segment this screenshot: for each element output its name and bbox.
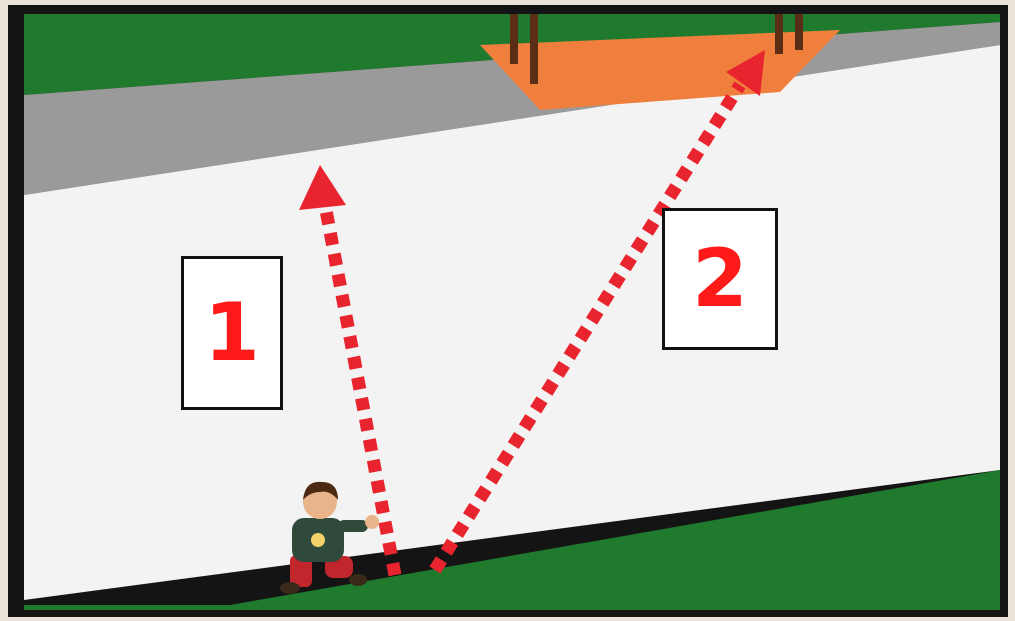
path-1-label: 1 bbox=[181, 256, 283, 410]
path-2-label: 2 bbox=[662, 208, 778, 350]
